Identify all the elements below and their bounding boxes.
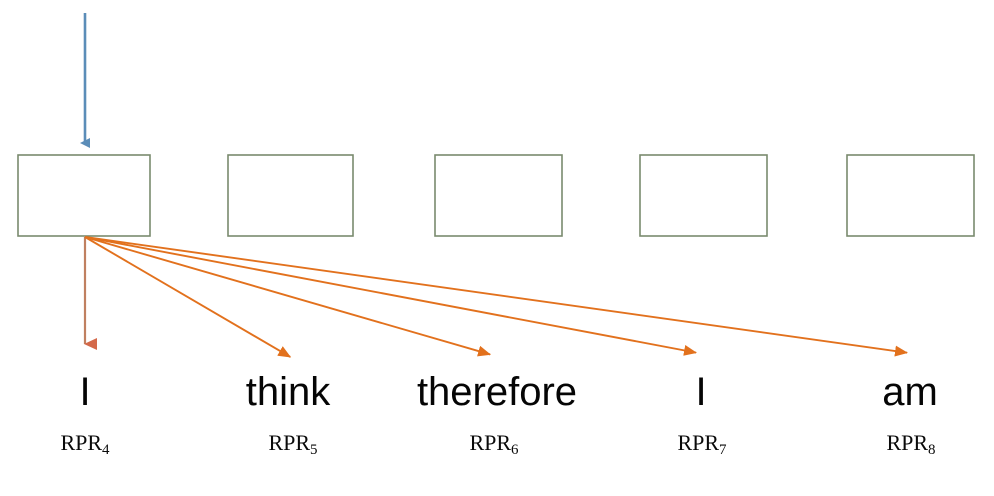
arrow-group [80,13,909,358]
token-word-3: therefore [416,370,578,414]
token-rpr-label-4: RPR7 [677,430,727,459]
token-word-2: think [245,370,331,414]
attention-arrow-to-rpr7 [84,236,698,356]
token-box-1 [17,154,151,237]
token-rpr-label-5: RPR8 [886,430,936,459]
attention-arrow-to-rpr8 [84,236,909,357]
token-rpr-label-3: RPR6 [469,430,519,459]
token-rpr-label-2: RPR5 [268,430,318,459]
token-rpr-label-1: RPR4 [60,430,110,459]
token-box-4 [639,154,768,237]
token-box-2 [227,154,354,237]
token-word-1: I [79,370,91,414]
token-box-5 [846,154,975,237]
attention-arrow-to-rpr6 [84,236,492,357]
token-box-group [17,154,975,237]
token-box-3 [434,154,563,237]
attention-arrow-to-rpr5 [84,236,292,358]
token-word-5: am [882,370,938,414]
token-word-4: I [695,370,707,414]
